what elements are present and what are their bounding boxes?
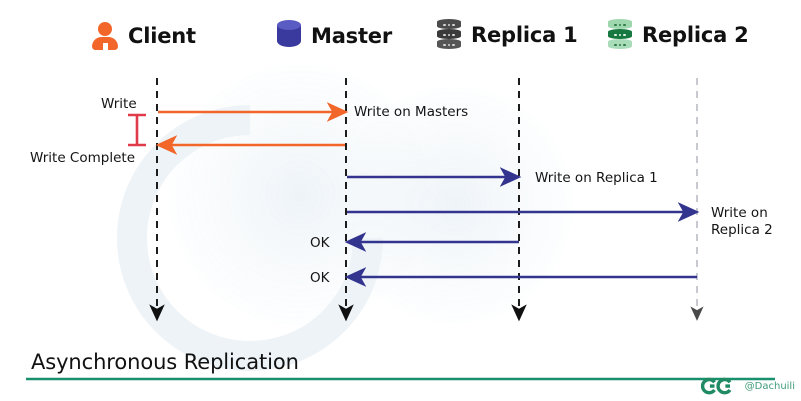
participant-replica-2: Replica 2 — [608, 19, 749, 51]
participant-replica-1: Replica 1 — [437, 19, 578, 51]
message-label-write-on-replica-1: Write on Replica 1 — [535, 170, 658, 186]
participant-label-replica-1: Replica 1 — [471, 23, 578, 47]
stacked-db-icon-green — [608, 19, 632, 51]
message-label-write-on-masters: Write on Masters — [354, 104, 469, 120]
message-label-ok-2: OK — [310, 270, 330, 286]
message-label-write-complete: Write Complete — [30, 150, 135, 166]
message-arrows-client — [155, 102, 349, 155]
stacked-db-icon-dark — [437, 19, 461, 51]
participant-master: Master — [277, 20, 392, 51]
client-latency-bracket — [128, 113, 146, 147]
page-title: Asynchronous Replication — [31, 350, 299, 374]
cylinder-db-icon — [277, 20, 301, 51]
message-label-ok-1: OK — [310, 235, 330, 251]
watermark-text: @Dachuili — [744, 380, 795, 392]
participant-label-replica-2: Replica 2 — [642, 23, 749, 47]
message-arrows-replica — [344, 167, 700, 287]
participant-label-client: Client — [128, 24, 196, 48]
message-label-write: Write — [101, 96, 137, 112]
brand-logo: @Dachuili — [699, 373, 795, 399]
background-watermark — [117, 65, 573, 371]
participant-client: Client — [92, 21, 196, 51]
message-label-write-on-replica-2: Write on Replica 2 — [711, 205, 773, 239]
participant-label-master: Master — [311, 23, 393, 48]
person-icon — [92, 21, 118, 51]
gfg-logo-icon — [699, 375, 743, 397]
